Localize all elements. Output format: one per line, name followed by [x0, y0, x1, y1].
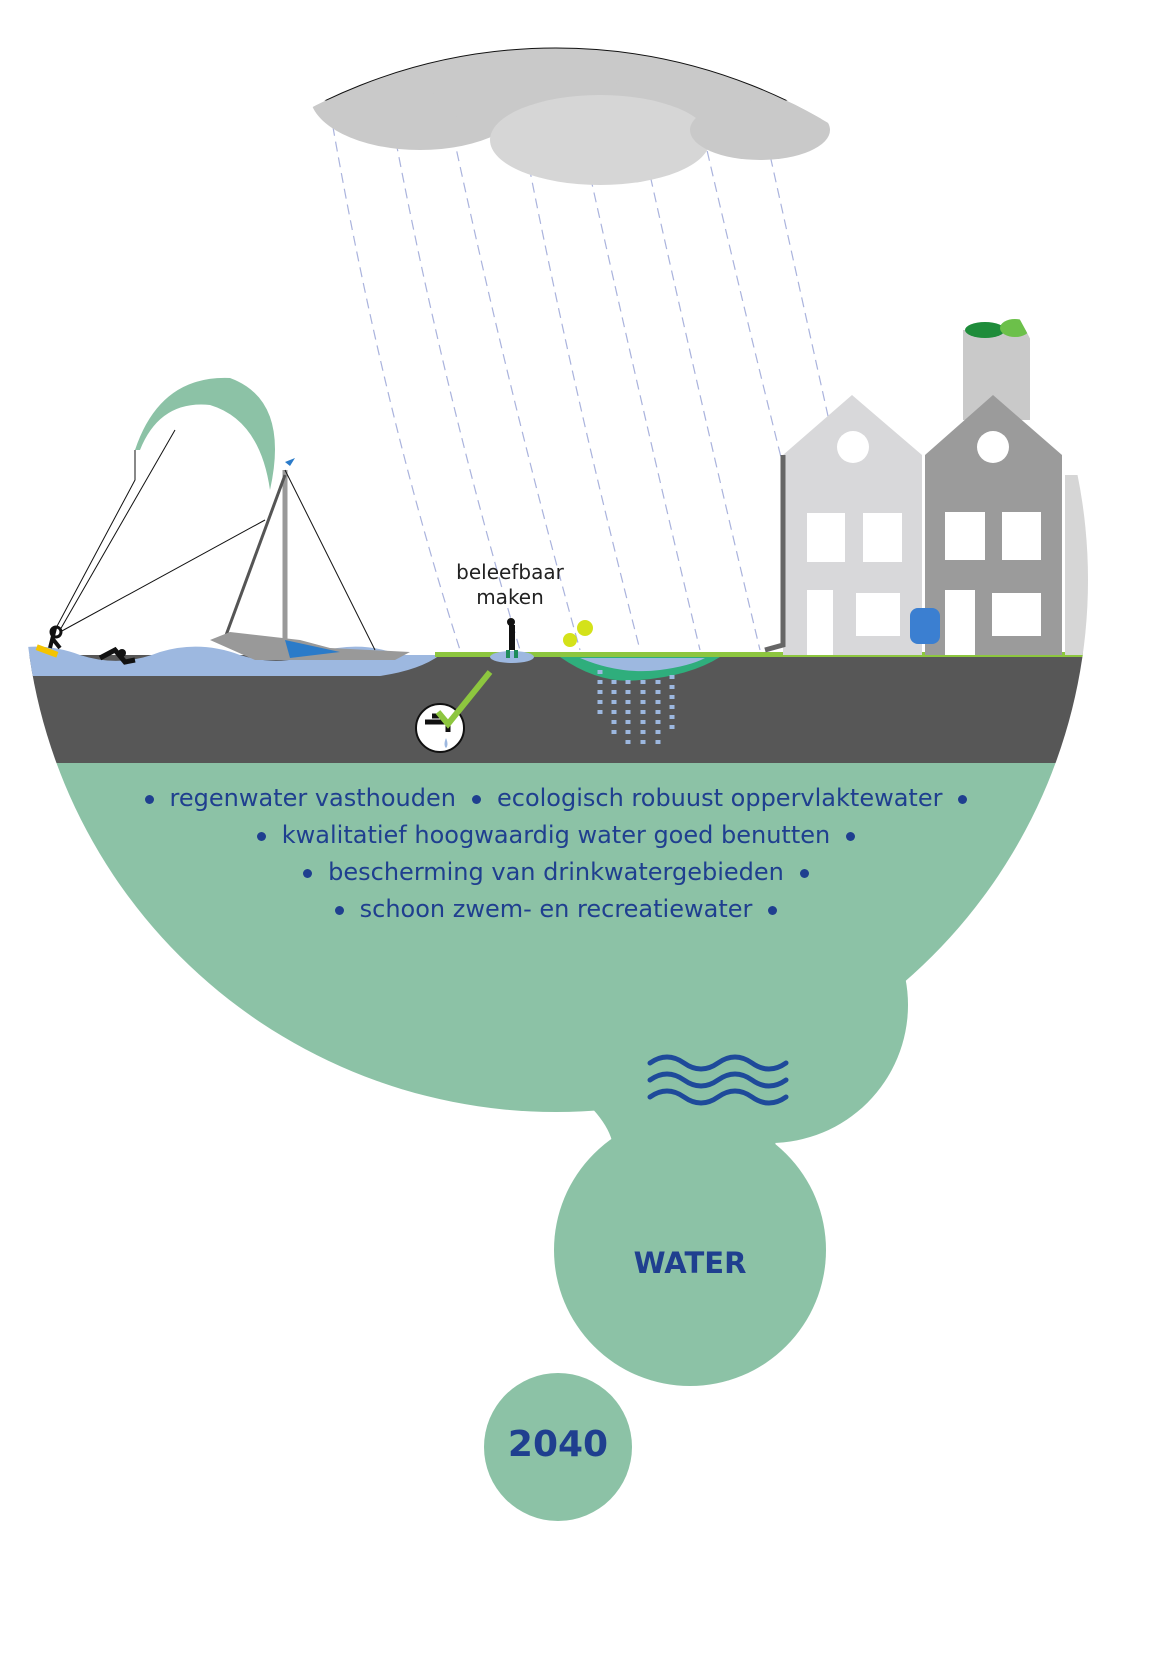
- goal-item: ecologisch robuust oppervlaktewater: [496, 784, 943, 812]
- goal-item: regenwater vasthouden: [169, 784, 456, 812]
- bullet-icon: [799, 868, 809, 878]
- goals-line-2: kwalitatief hoogwaardig water goed benut…: [0, 817, 1112, 854]
- buildings: [764, 319, 1088, 655]
- goals-line-1: regenwater vasthouden ecologisch robuust …: [0, 780, 1112, 817]
- goal-item: schoon zwem- en recreatiewater: [359, 895, 753, 923]
- bullet-icon: [334, 905, 344, 915]
- rain-barrel-icon: [910, 608, 940, 644]
- person-in-puddle-icon: [490, 618, 534, 663]
- goals-line-3: bescherming van drinkwatergebieden: [0, 854, 1112, 891]
- kitesurfer-icon: [35, 625, 63, 658]
- checkmark-icon: [435, 670, 493, 729]
- label-line-2: maken: [476, 585, 544, 609]
- drinking-water-tap-icon: [415, 670, 493, 753]
- theme-title: WATER: [633, 1246, 747, 1280]
- goals-list: regenwater vasthouden ecologisch robuust …: [0, 780, 1112, 928]
- kite-lines: [54, 429, 266, 633]
- water-bubble: [554, 1114, 826, 1386]
- label-line-1: beleefbaar: [456, 560, 564, 584]
- goal-item: kwalitatief hoogwaardig water goed benut…: [281, 821, 831, 849]
- bullet-icon: [958, 794, 968, 804]
- bullet-icon: [303, 868, 313, 878]
- goal-item: bescherming van drinkwatergebieden: [328, 858, 784, 886]
- grass-line: [435, 652, 1088, 657]
- bullet-icon: [768, 905, 778, 915]
- beleefbaar-maken-label: beleefbaar maken: [450, 560, 570, 610]
- bullet-icon: [256, 831, 266, 841]
- cloud: [310, 48, 830, 185]
- bullet-icon: [144, 794, 154, 804]
- downpipe: [764, 455, 786, 653]
- bullet-icon: [846, 831, 856, 841]
- goals-line-4: schoon zwem- en recreatiewater: [0, 891, 1112, 928]
- infiltration-dots: [597, 670, 675, 745]
- bullet-icon: [471, 794, 481, 804]
- water-waves-icon: [647, 1054, 789, 1106]
- kite: [135, 377, 275, 490]
- year-bubble: [484, 1373, 632, 1521]
- year-label: 2040: [507, 1424, 609, 1465]
- plants-icon: [563, 620, 593, 647]
- sailboat: [210, 458, 410, 660]
